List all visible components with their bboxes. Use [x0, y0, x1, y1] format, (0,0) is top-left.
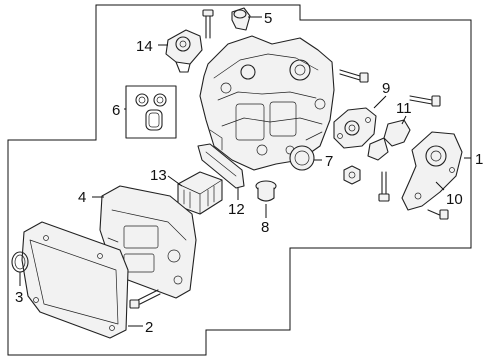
callout-4: 4	[78, 189, 86, 206]
callout-1: 1	[475, 151, 483, 168]
leader-11	[401, 115, 407, 125]
assembly-boundary-frame	[7, 4, 472, 356]
part-5-connector	[231, 7, 251, 31]
callout-11: 11	[396, 100, 412, 117]
callout-14: 14	[136, 38, 153, 55]
callout-2: 2	[145, 319, 153, 336]
part-6-seal-kit	[125, 85, 177, 139]
part-bolt-vertical	[378, 171, 390, 202]
callout-5: 5	[264, 10, 272, 27]
part-nut	[343, 165, 361, 185]
part-7-seal	[289, 145, 315, 171]
part-bolt-upper-right	[409, 95, 441, 107]
part-bolt-lower-right	[427, 209, 449, 220]
part-9-cover	[333, 107, 377, 149]
part-main-housing	[199, 35, 335, 171]
callout-6: 6	[112, 102, 120, 119]
callout-9: 9	[382, 80, 390, 97]
callout-3: 3	[15, 289, 23, 306]
part-13-module	[177, 171, 223, 215]
callout-12: 12	[228, 201, 245, 218]
callout-10: 10	[446, 191, 463, 208]
callout-8: 8	[261, 219, 269, 236]
leader-13	[167, 175, 183, 187]
part-11-bracket	[367, 119, 411, 161]
leader-9	[373, 95, 387, 109]
part-bolt-cover	[129, 289, 161, 309]
part-bolt-housing	[339, 69, 369, 83]
part-10-extension-housing	[401, 131, 463, 211]
callout-13: 13	[150, 167, 167, 184]
leader-lines	[19, 16, 471, 327]
callout-7: 7	[325, 153, 333, 170]
leader-10	[435, 181, 445, 191]
part-12-plate	[197, 143, 245, 189]
part-2-cover	[21, 221, 129, 339]
part-bolt-top	[202, 9, 214, 39]
part-8-plug	[255, 180, 277, 202]
callout-labels: 1 2 3 4 5 6 7 8 9 10 11 12 13 14	[15, 10, 483, 336]
part-14-sensor-bracket	[165, 29, 203, 73]
